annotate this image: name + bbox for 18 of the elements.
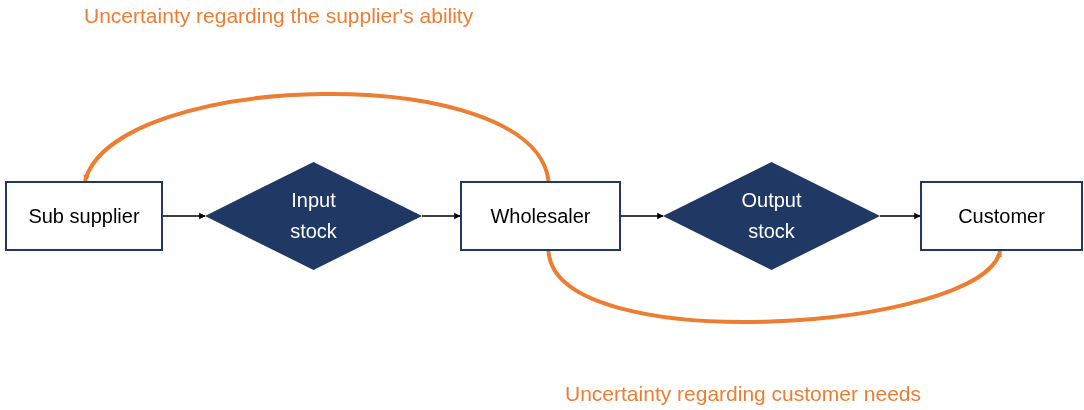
stock-diamond	[205, 162, 422, 270]
arrow	[162, 212, 206, 220]
arrow	[421, 212, 461, 220]
diamond-label: Input stock	[289, 188, 338, 244]
diamond-label: Output stock	[740, 188, 803, 244]
uncertainty-note: Uncertainty regarding the supplier's ability	[84, 4, 474, 28]
stock-diamond	[663, 162, 880, 270]
process-box	[5, 181, 163, 251]
process-box	[920, 181, 1083, 251]
process-box	[460, 181, 621, 251]
box-label: Customer	[958, 204, 1045, 228]
curved-arrow	[83, 92, 551, 182]
box-label: Wholesaler	[490, 204, 591, 228]
curved-arrow	[546, 249, 1002, 324]
box-label: Sub supplier	[28, 204, 140, 228]
arrow	[620, 212, 664, 220]
uncertainty-note: Uncertainty regarding customer needs	[565, 382, 921, 406]
arrow	[879, 212, 921, 220]
